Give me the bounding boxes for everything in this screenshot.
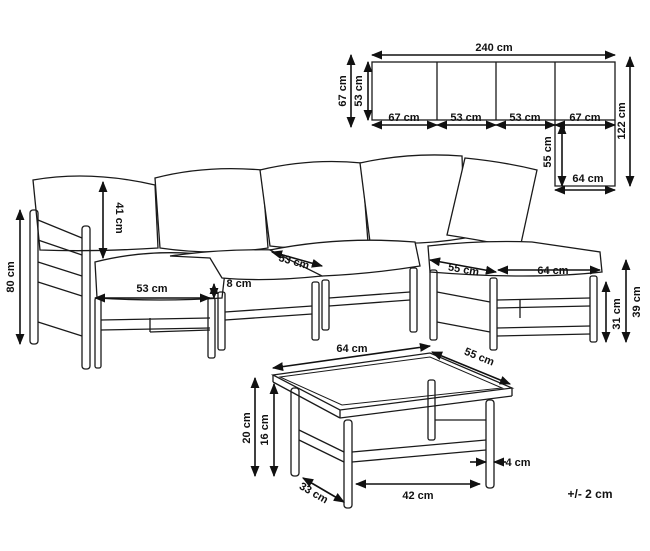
plan-total-width-label: 240 cm: [475, 42, 513, 54]
back-cushion-2: [154, 167, 269, 253]
seat-depth-front-label: 53 cm: [136, 283, 167, 295]
ottoman-width-label: 64 cm: [537, 265, 568, 277]
table-leg-label: 4 cm: [505, 457, 530, 469]
plan-depth-outer-label: 67 cm: [337, 75, 349, 106]
back-height-label: 41 cm: [113, 202, 125, 233]
plan-segment-4-label: 67 cm: [569, 112, 600, 124]
back-cushion-1: [32, 175, 159, 252]
plan-segment-2-label: 53 cm: [450, 112, 481, 124]
table-inner-width-label: 42 cm: [402, 490, 433, 502]
table-height-label: 20 cm: [241, 412, 253, 443]
plan-corner-width-label: 64 cm: [572, 173, 603, 185]
tolerance-label: +/- 2 cm: [567, 487, 612, 501]
table-inner-height-label: 16 cm: [259, 414, 271, 445]
plan-segment-3-label: 53 cm: [509, 112, 540, 124]
sofa-height-label: 80 cm: [5, 261, 17, 292]
plan-view: 240 cm 53 cm 67 cm 67 cm 53 cm 53 cm 67 …: [337, 42, 635, 195]
ottoman-depth-label: 55 cm: [447, 261, 480, 278]
ottoman-height-label: 39 cm: [631, 286, 643, 317]
plan-corner-depth-label: 55 cm: [542, 136, 554, 167]
sofa-drawing: 80 cm 41 cm 53 cm 8 cm 53 cm 55 cm 64 cm…: [5, 154, 643, 370]
plan-total-depth-label: 122 cm: [616, 102, 628, 140]
gap-label: 8 cm: [226, 278, 251, 290]
table-width-label: 64 cm: [336, 343, 367, 355]
plan-depth-inner-label: 53 cm: [353, 75, 365, 106]
ottoman-inner-height-label: 31 cm: [611, 298, 623, 329]
plan-segment-1-label: 67 cm: [388, 112, 419, 124]
coffee-table-drawing: 64 cm 55 cm 20 cm 16 cm 4 cm 42 cm 33 cm: [241, 342, 531, 509]
back-cushion-3: [259, 160, 369, 250]
